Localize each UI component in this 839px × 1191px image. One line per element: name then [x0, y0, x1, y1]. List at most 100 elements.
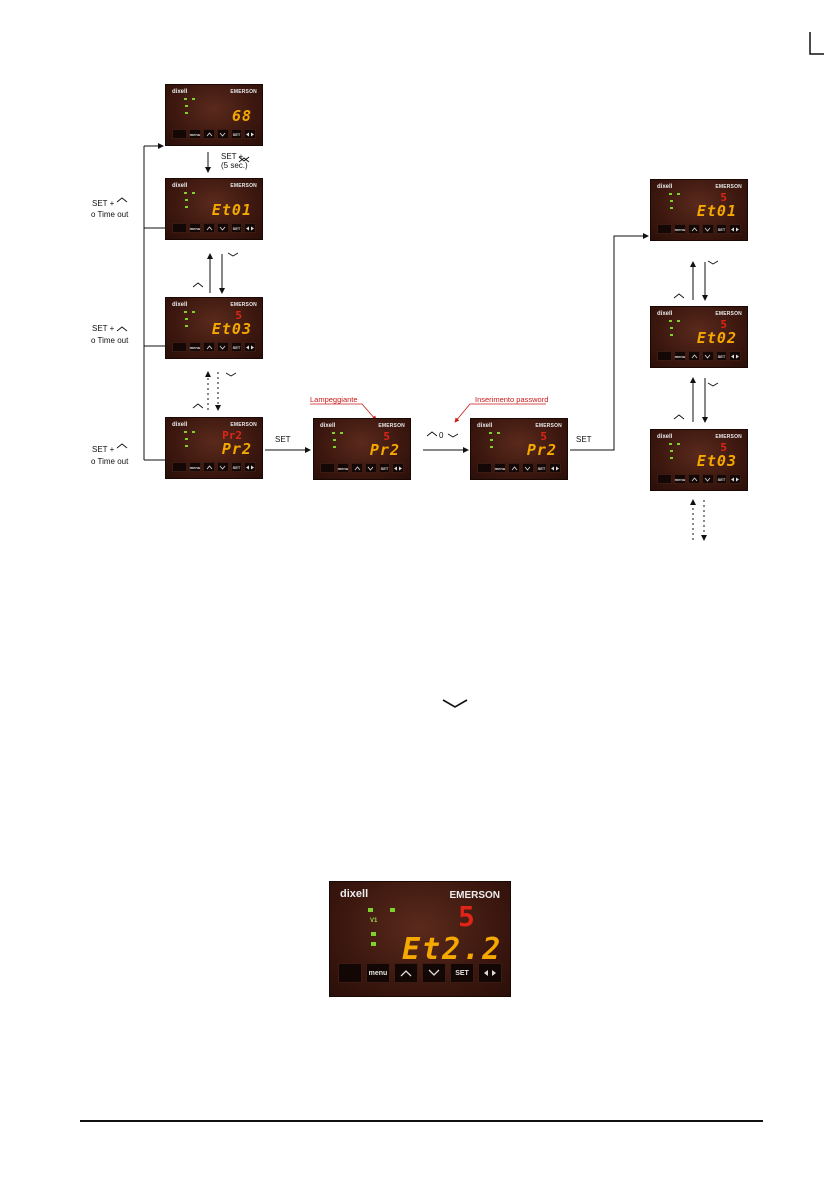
blank-key[interactable]: [657, 224, 672, 234]
down-key[interactable]: [701, 224, 714, 234]
led-icon: [669, 320, 672, 322]
aux-key[interactable]: [729, 474, 742, 484]
aux-key[interactable]: [729, 224, 742, 234]
set-key[interactable]: SET: [715, 351, 728, 361]
led-icon: [390, 908, 395, 912]
aux-key[interactable]: [549, 463, 562, 473]
set-key[interactable]: SET: [230, 223, 243, 233]
menu-key[interactable]: menu: [366, 963, 390, 983]
down-arrow-icon: [219, 132, 226, 137]
menu-key[interactable]: menu: [673, 474, 687, 484]
up-key[interactable]: [203, 342, 215, 352]
menu-key[interactable]: menu: [188, 223, 202, 233]
display-main: Et03: [696, 452, 737, 470]
display-top: 5: [383, 430, 390, 443]
label-lampeggiante: Lampeggiante: [310, 395, 358, 404]
blank-key[interactable]: [172, 129, 187, 139]
display-main: Pr2: [526, 441, 557, 459]
set-key[interactable]: SET: [230, 462, 243, 472]
up-key[interactable]: [688, 351, 700, 361]
led-indicators: [332, 432, 346, 458]
set-key[interactable]: SET: [715, 474, 728, 484]
brand-emerson: EMERSON: [535, 423, 562, 429]
fan-icon: [246, 226, 255, 230]
blank-key[interactable]: [657, 474, 672, 484]
label-set-2: SET: [576, 435, 592, 444]
brand-emerson: EMERSON: [715, 434, 742, 440]
up-key[interactable]: [688, 224, 700, 234]
aux-key[interactable]: [729, 351, 742, 361]
brand-emerson: EMERSON: [230, 183, 257, 189]
up-key[interactable]: [203, 462, 215, 472]
up-key[interactable]: [508, 463, 520, 473]
aux-key[interactable]: [244, 223, 257, 233]
menu-key[interactable]: menu: [188, 462, 202, 472]
menu-key[interactable]: menu: [336, 463, 350, 473]
down-key[interactable]: [701, 351, 714, 361]
set-key[interactable]: SET: [715, 224, 728, 234]
up-key[interactable]: [203, 129, 215, 139]
led-icon: [669, 193, 672, 195]
led-indicators: [669, 443, 683, 469]
up-arrow-icon: [691, 353, 697, 358]
keypad: menu SET: [172, 129, 257, 139]
down-key[interactable]: [216, 223, 229, 233]
up-key[interactable]: [351, 463, 363, 473]
set-key[interactable]: SET: [535, 463, 548, 473]
menu-key[interactable]: menu: [188, 129, 202, 139]
blank-key[interactable]: [172, 223, 187, 233]
up-key[interactable]: [688, 474, 700, 484]
set-key[interactable]: SET: [230, 342, 243, 352]
blank-key[interactable]: [657, 351, 672, 361]
brand-emerson: EMERSON: [230, 89, 257, 95]
brand-emerson: EMERSON: [715, 184, 742, 190]
menu-key[interactable]: menu: [493, 463, 507, 473]
up-key[interactable]: [394, 963, 418, 983]
blank-key[interactable]: [477, 463, 492, 473]
set-key[interactable]: SET: [230, 129, 243, 139]
blank-key[interactable]: [172, 462, 187, 472]
blank-key[interactable]: [172, 342, 187, 352]
led-icon: [669, 443, 672, 445]
keypad: menu SET: [657, 224, 742, 234]
down-arrow-icon: [524, 466, 531, 471]
controller-et03: dixell EMERSON 5 Et03 menu SET: [165, 297, 263, 359]
led-indicators: [184, 192, 198, 218]
led-icon: [185, 438, 188, 440]
down-key[interactable]: [422, 963, 446, 983]
controller-pr2-a: dixell EMERSON Pr2 Pr2 menu SET: [165, 417, 263, 479]
label-set-plus-down: SET +: [221, 152, 244, 161]
down-key[interactable]: [216, 462, 229, 472]
menu-key[interactable]: menu: [188, 342, 202, 352]
led-icon: [192, 311, 195, 313]
down-key[interactable]: [701, 474, 714, 484]
led-icon: [333, 439, 336, 441]
fan-icon: [731, 354, 740, 358]
down-key[interactable]: [521, 463, 534, 473]
up-arrow-icon: [400, 970, 412, 977]
led-icon: [184, 431, 187, 433]
menu-key[interactable]: menu: [673, 351, 687, 361]
display-main: Pr2: [221, 440, 252, 458]
down-key[interactable]: [216, 342, 229, 352]
set-key[interactable]: SET: [450, 963, 474, 983]
down-key[interactable]: [364, 463, 377, 473]
down-key[interactable]: [216, 129, 229, 139]
led-icon: [185, 105, 188, 107]
aux-key[interactable]: [478, 963, 502, 983]
blank-key[interactable]: [320, 463, 335, 473]
down-arrow-icon: [367, 466, 374, 471]
led-icon: [670, 334, 673, 336]
logo-dixell: dixell: [320, 423, 336, 429]
set-key[interactable]: SET: [378, 463, 391, 473]
fan-icon: [246, 465, 255, 469]
menu-key[interactable]: menu: [673, 224, 687, 234]
fan-icon: [731, 477, 740, 481]
logo-dixell: dixell: [172, 422, 188, 428]
blank-key[interactable]: [338, 963, 362, 983]
aux-key[interactable]: [244, 342, 257, 352]
up-key[interactable]: [203, 223, 215, 233]
aux-key[interactable]: [392, 463, 405, 473]
aux-key[interactable]: [244, 129, 257, 139]
aux-key[interactable]: [244, 462, 257, 472]
